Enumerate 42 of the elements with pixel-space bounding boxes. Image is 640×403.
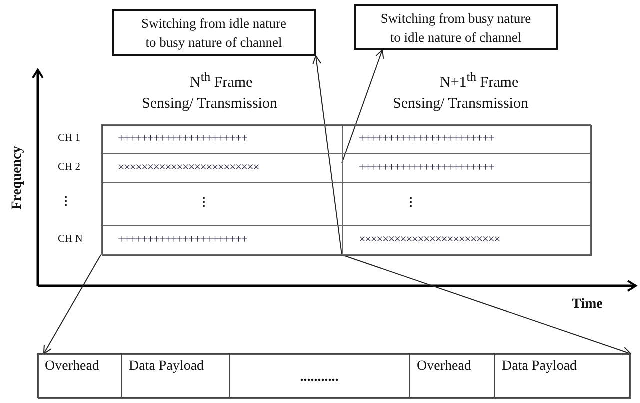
axis-label: Time <box>572 297 603 313</box>
leader-arrow <box>342 254 632 356</box>
slot-marks: +++++++++++++++++++++++ <box>359 160 494 175</box>
axis-label: Frequency <box>10 146 26 210</box>
segment-label: Overhead <box>45 359 100 375</box>
slot-marks: ×××××××××××××××××××××××× <box>118 160 259 175</box>
frame-heading: Sensing/ Transmission <box>393 96 528 113</box>
segment-label: ........... <box>300 370 339 386</box>
frame-bar <box>38 354 631 399</box>
slot-marks: +++++++++++++++++++++++ <box>359 131 494 146</box>
leader-arrow <box>342 50 384 164</box>
callout-text: Switching from idle nature to busy nature of channel <box>140 15 288 52</box>
channel-label: CH N <box>58 234 83 245</box>
channel-label: CH 1 <box>58 133 80 144</box>
segment-label: Data Payload <box>129 359 204 375</box>
channel-grid <box>102 125 592 256</box>
frame-segment <box>409 353 495 398</box>
segment-label: Data Payload <box>502 359 578 375</box>
channel-slot <box>101 124 343 154</box>
leader-arrow <box>43 254 102 354</box>
slot-marks: ×××××××××××××××××××××××× <box>359 232 500 247</box>
callout-box <box>112 9 316 56</box>
frame-heading: N$^{th}$ Frame <box>190 70 253 92</box>
frame-heading: Sensing/ Transmission <box>142 96 278 113</box>
frame-heading: N+1$^{th}$ Frame <box>440 70 519 92</box>
slot-marks: ++++++++++++++++++++++ <box>118 131 248 146</box>
segment-label: Overhead <box>417 359 472 375</box>
frame-segment <box>37 353 122 398</box>
channel-label: CH 2 <box>58 162 80 173</box>
channel-slot <box>342 124 591 154</box>
frame-segment <box>121 353 230 398</box>
channel-slot <box>342 225 591 255</box>
ellipsis-mark: ⋮ <box>198 195 210 210</box>
callout-box <box>354 4 558 50</box>
callout-text: Switching from busy nature to idle nature of channel <box>380 10 532 47</box>
frame-segment <box>229 353 410 398</box>
channel-slot <box>101 225 343 255</box>
slot-marks: ++++++++++++++++++++++ <box>118 232 248 247</box>
frame-segment <box>494 353 630 398</box>
ellipsis-mark: ⋮ <box>60 194 72 209</box>
leader-arrow <box>312 56 342 256</box>
ellipsis-mark: ⋮ <box>405 195 416 210</box>
